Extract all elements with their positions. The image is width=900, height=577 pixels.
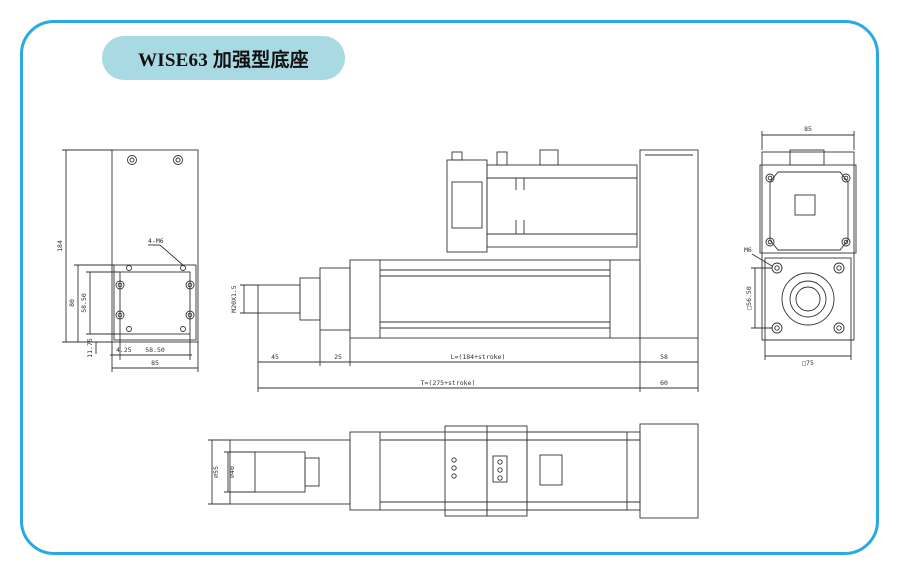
dim-total-length: T=(275+stroke) bbox=[421, 379, 476, 387]
end-view-outline bbox=[761, 151, 855, 341]
end-thread-label: M6 bbox=[744, 246, 752, 254]
dim-outer-dia: ⌀55 bbox=[212, 466, 220, 478]
plate-hole-icon bbox=[173, 155, 183, 165]
bore-icon bbox=[781, 272, 835, 326]
mount-hole-icon bbox=[185, 310, 195, 320]
motor-body bbox=[446, 159, 488, 253]
push-rod bbox=[257, 284, 301, 314]
dim-end-length: 58 bbox=[660, 353, 668, 361]
mount-hole-icon bbox=[115, 280, 125, 290]
mount-hole-icon bbox=[115, 310, 125, 320]
content-frame bbox=[20, 20, 879, 555]
connector bbox=[539, 149, 559, 166]
side-view bbox=[240, 149, 699, 392]
plate-hole-icon bbox=[127, 155, 137, 165]
base-plate-outline bbox=[111, 149, 199, 343]
dim-body-length: L=(184+stroke) bbox=[451, 353, 506, 361]
dim-hole-height: 58.50 bbox=[80, 293, 88, 313]
actuator-body-top bbox=[349, 431, 641, 511]
dim-rod-thread: M20X1.5 bbox=[230, 285, 238, 312]
thread-label: 4-M6 bbox=[148, 237, 164, 245]
left-view bbox=[62, 149, 199, 372]
dim-width: 85 bbox=[151, 359, 159, 367]
dim-gap: 25 bbox=[334, 353, 342, 361]
dim-bottom-offset: 11.75 bbox=[86, 338, 94, 358]
dim-hole-width: 58.50 bbox=[145, 346, 165, 354]
dim-square: □75 bbox=[802, 359, 814, 367]
end-block-top bbox=[639, 423, 699, 519]
title-badge: WISE63 加强型底座 bbox=[102, 36, 345, 80]
dim-left-offset: 4.25 bbox=[116, 346, 132, 354]
dim-rod-length: 45 bbox=[271, 353, 279, 361]
dim-end-width: 85 bbox=[804, 125, 812, 133]
right-view bbox=[751, 131, 857, 360]
bottom-view bbox=[208, 423, 699, 519]
dim-height: 184 bbox=[56, 240, 64, 252]
mount-hole-icon bbox=[185, 280, 195, 290]
page-title: WISE63 加强型底座 bbox=[138, 49, 309, 71]
dim-rod-dia: ⌀40 bbox=[228, 466, 236, 478]
dim-mount-height: 80 bbox=[68, 299, 76, 307]
dim-hole-spacing: □56.50 bbox=[745, 286, 753, 310]
end-block bbox=[639, 149, 699, 339]
actuator-body bbox=[349, 259, 641, 339]
motor-shaft-square bbox=[794, 194, 816, 216]
rod-top bbox=[254, 451, 306, 493]
dim-end-total: 60 bbox=[660, 379, 668, 387]
